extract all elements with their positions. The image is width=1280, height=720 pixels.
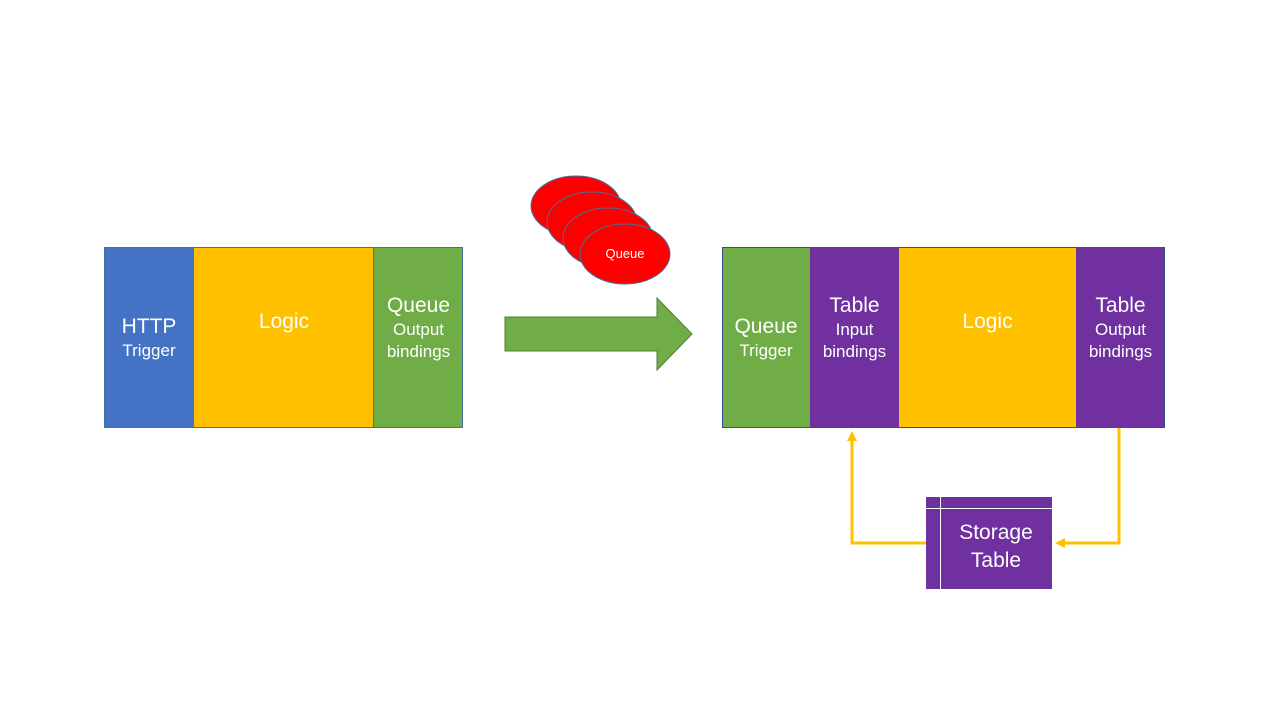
- http-trigger-subtitle: Trigger: [122, 340, 176, 360]
- table-output-subtitle-1: Output: [1094, 320, 1147, 340]
- queue-output-subtitle-2: bindings: [386, 341, 451, 361]
- right-logic-block: Logic: [899, 247, 1076, 428]
- queue-trigger-block: Queue Trigger: [722, 247, 810, 428]
- queue-message-label: Queue: [605, 246, 644, 261]
- table-output-title: Table: [1095, 293, 1146, 317]
- table-output-subtitle-2: bindings: [1088, 341, 1153, 361]
- http-trigger-title: HTTP: [121, 314, 177, 338]
- table-input-subtitle-1: Input: [835, 320, 874, 340]
- http-trigger-block: HTTP Trigger: [104, 247, 194, 428]
- table-input-title: Table: [829, 293, 880, 317]
- queue-output-title: Queue: [386, 293, 451, 317]
- storage-table-header-line: [926, 497, 1052, 509]
- storage-table-label: Storage Table: [940, 519, 1052, 576]
- queue-trigger-subtitle: Trigger: [739, 340, 793, 360]
- storage-table-label-line1: Storage: [959, 521, 1033, 544]
- storage-table-label-line2: Table: [970, 549, 1022, 573]
- transition-arrow: [504, 296, 693, 372]
- left-logic-title: Logic: [258, 310, 310, 334]
- queue-message: [579, 223, 671, 285]
- table-input-connector: [847, 431, 926, 545]
- queue-output-block: Queue Output bindings: [373, 247, 463, 428]
- left-logic-block: Logic: [194, 247, 374, 428]
- queue-output-subtitle-1: Output: [392, 320, 445, 340]
- table-output-connector: [1055, 428, 1121, 548]
- storage-table: Storage Table: [926, 497, 1052, 589]
- table-output-block: Table Output bindings: [1076, 247, 1165, 428]
- right-logic-title: Logic: [962, 310, 1013, 334]
- table-input-subtitle-2: bindings: [822, 341, 887, 361]
- queue-trigger-title: Queue: [734, 314, 798, 338]
- table-input-block: Table Input bindings: [810, 247, 899, 428]
- storage-table-column-line: [940, 497, 941, 589]
